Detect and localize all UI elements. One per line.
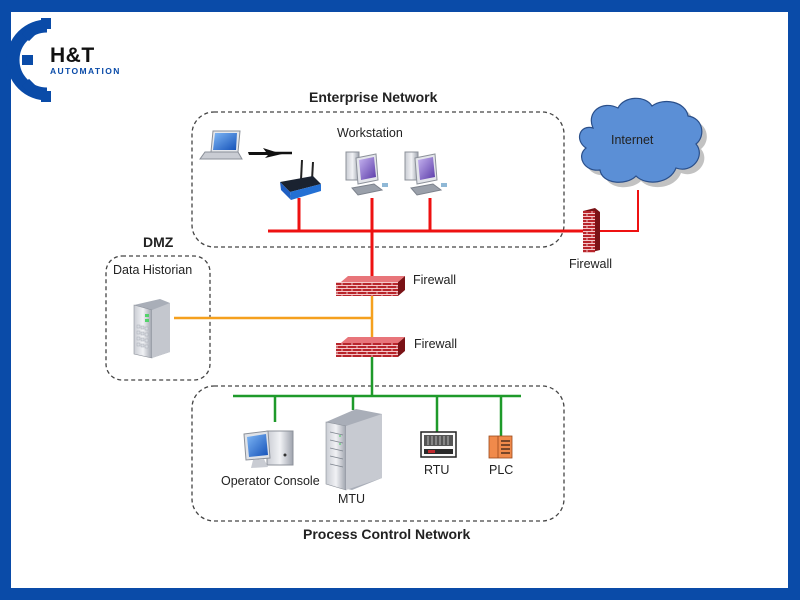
mtu-label: MTU [338, 492, 366, 506]
firewall-icon [336, 337, 405, 357]
enterprise-links [268, 190, 639, 280]
wireless-router-icon [280, 159, 321, 200]
cloud-icon [578, 97, 707, 188]
internet-label: Internet [611, 133, 654, 147]
desktop-computer-icon [345, 151, 388, 196]
brand-name: H&T [50, 44, 95, 67]
enterprise-network-title: Enterprise Network [309, 89, 438, 105]
upper-firewall-label: Firewall [413, 273, 457, 287]
enterprise-network-zone [191, 111, 565, 248]
data-historian-label: Data Historian [113, 263, 193, 277]
desktop-computer-icon [243, 430, 294, 468]
server-tower-icon [325, 409, 382, 491]
plc-device-icon [488, 435, 513, 459]
process-control-network-title: Process Control Network [303, 526, 471, 542]
firewall-icon [336, 276, 405, 296]
dmz-links [174, 296, 374, 338]
plc-label: PLC [489, 463, 514, 477]
process-control-network-zone [191, 385, 565, 522]
operator-console-label: Operator Console [221, 474, 320, 488]
rtu-label: RTU [424, 463, 450, 477]
internet-firewall-label: Firewall [569, 257, 613, 271]
gear-icon [6, 18, 51, 102]
workstation-label: Workstation [337, 126, 403, 140]
dmz-title: DMZ [143, 234, 174, 250]
server-tower-icon [133, 299, 170, 359]
process-control-links [233, 355, 521, 436]
rtu-device-icon [420, 431, 457, 458]
laptop-icon [199, 130, 243, 160]
brand-tagline: AUTOMATION [50, 66, 121, 76]
lightning-link-icon [248, 148, 282, 158]
desktop-computer-icon [404, 151, 447, 196]
firewall-tower-icon [583, 208, 600, 253]
lower-firewall-label: Firewall [414, 337, 458, 351]
